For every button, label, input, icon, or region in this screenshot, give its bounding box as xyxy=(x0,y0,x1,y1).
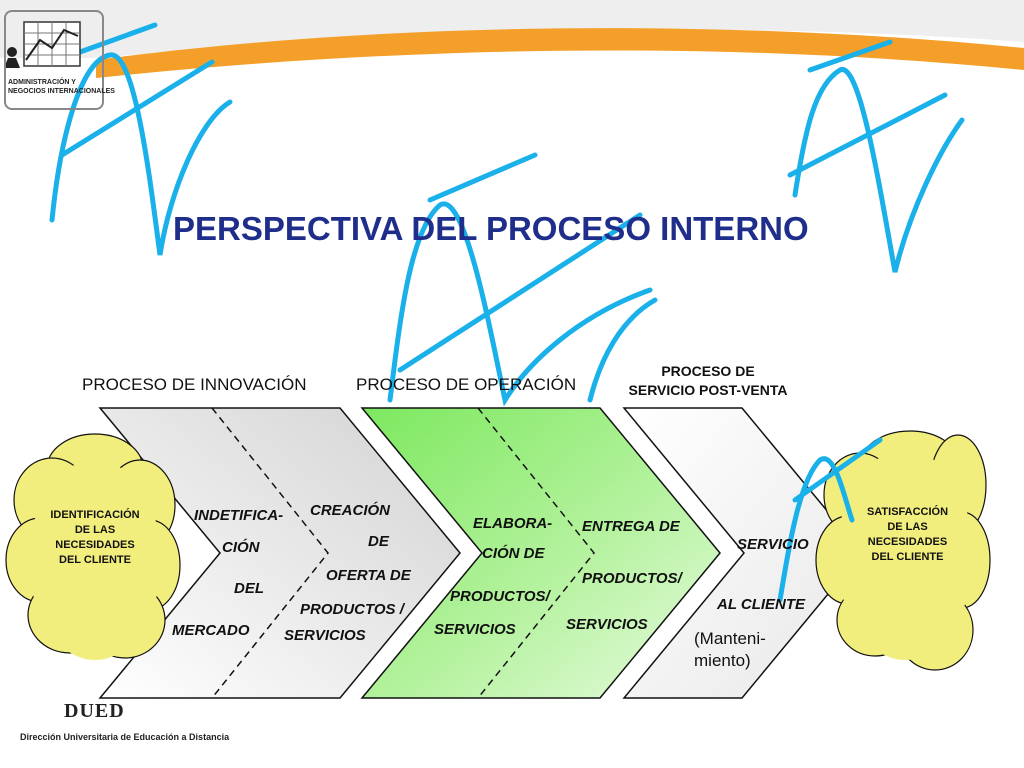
chevron-5-text: SERVICIO xyxy=(737,536,809,553)
chart-grid-icon xyxy=(4,21,81,68)
cloud-left-line: IDENTIFICACIÓN xyxy=(50,509,140,521)
logo-line-1: ADMINISTRACIÓN Y xyxy=(8,79,76,86)
chevron-1-text: MERCADO xyxy=(172,622,250,639)
logo-text: ADMINISTRACIÓN Y NEGOCIOS INTERNACIONALE… xyxy=(8,78,115,96)
cloud-left-line: DE LAS xyxy=(74,524,116,536)
chevron-divider xyxy=(477,407,595,699)
page-title: PERSPECTIVA DEL PROCESO INTERNO xyxy=(173,210,809,247)
chevron-2-text: SERVICIOS xyxy=(284,627,366,644)
chevron-5-note-line: miento) xyxy=(694,651,751,670)
header-innovation: PROCESO DE INNOVACIÓN xyxy=(82,375,307,394)
cloud-right xyxy=(815,430,991,671)
chevron-4-text: PRODUCTOS/ xyxy=(582,570,682,587)
chevron-2-text: DE xyxy=(368,533,389,550)
chevron-innovation xyxy=(98,407,461,699)
chevron-3-text: PRODUCTOS/ xyxy=(450,588,550,605)
logo-line-2: NEGOCIOS INTERNACIONALES xyxy=(8,88,115,95)
footer-subtitle: Dirección Universitaria de Educación a D… xyxy=(20,732,230,742)
cloud-right-text: SATISFACCIÓN DE LAS NECESIDADES DEL CLIE… xyxy=(845,505,970,565)
chevron-2-text: CREACIÓN xyxy=(310,502,391,519)
header-postsale-line-2: SERVICIO POST-VENTA xyxy=(628,382,788,398)
cloud-right-line: SATISFACCIÓN xyxy=(866,506,949,518)
chevron-4-text: ENTREGA DE xyxy=(582,518,680,535)
chevron-5-note: (Manteni- miento) xyxy=(694,628,766,672)
cloud-left-line: NECESIDADES xyxy=(55,539,135,551)
cloud-left-text: IDENTIFICACIÓN DE LAS NECESIDADES DEL CL… xyxy=(30,508,160,568)
header-postsale: PROCESO DE SERVICIO POST-VENTA xyxy=(608,362,808,400)
chevron-3-text: ELABORA- xyxy=(473,515,553,532)
logo xyxy=(4,10,104,110)
cloud-left-line: DEL CLIENTE xyxy=(59,554,131,566)
cloud-right-line: DEL CLIENTE xyxy=(871,551,944,563)
chevron-1-text: DEL xyxy=(234,580,264,597)
cloud-right-line: DE LAS xyxy=(887,521,928,533)
header-postsale-line-1: PROCESO DE xyxy=(661,363,755,379)
chevron-divider xyxy=(211,407,329,699)
chevron-5-text: AL CLIENTE xyxy=(717,596,806,613)
cloud-right-line: NECESIDADES xyxy=(867,536,948,548)
chevron-2-text: PRODUCTOS / xyxy=(300,601,404,618)
chevron-5-note-line: (Manteni- xyxy=(694,629,766,648)
chevron-3-text: SERVICIOS xyxy=(434,621,516,638)
chevron-4-text: SERVICIOS xyxy=(566,616,648,633)
footer-brand: DUED xyxy=(64,700,125,722)
cloud-left xyxy=(5,433,181,660)
chevron-2-text: OFERTA DE xyxy=(326,567,411,584)
chevron-1-text: CIÓN xyxy=(222,539,260,556)
chevron-3-text: CIÓN DE xyxy=(482,545,545,562)
chevron-postsale xyxy=(622,407,863,699)
blue-scribble xyxy=(49,22,965,603)
chevron-1-text: INDETIFICA- xyxy=(194,507,284,524)
chevron-operation xyxy=(360,407,721,699)
orange-swoosh xyxy=(96,28,1024,79)
header-operation: PROCESO DE OPERACIÓN xyxy=(356,375,577,394)
